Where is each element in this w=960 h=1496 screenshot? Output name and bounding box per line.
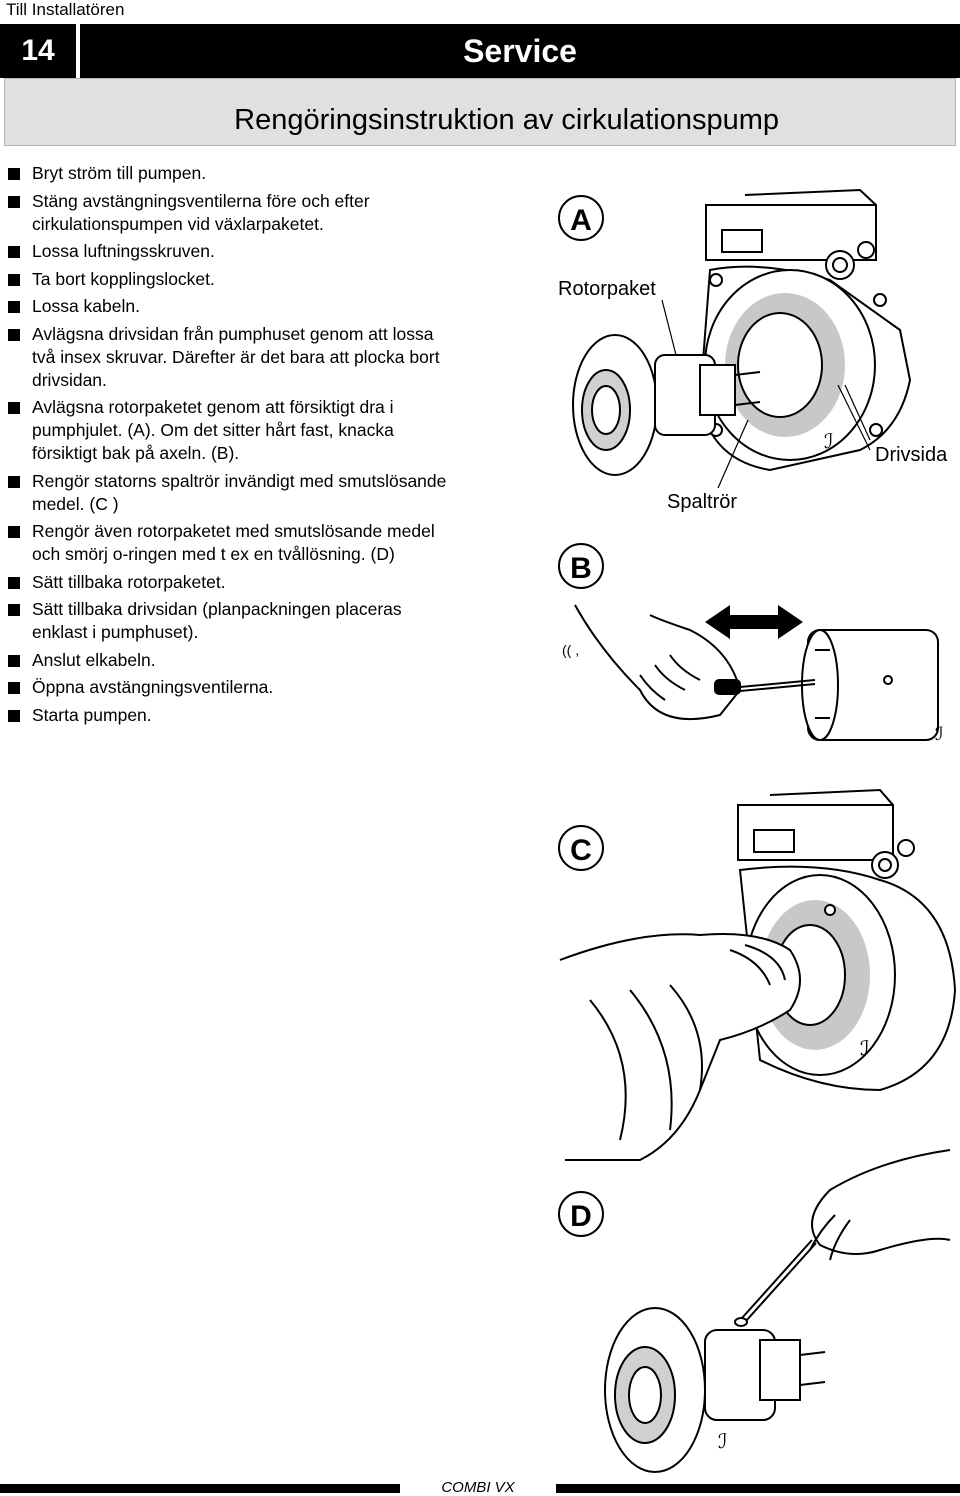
- section-title: Service: [463, 32, 577, 69]
- instruction-step: Avlägsna drivsidan från pumphuset genom …: [8, 323, 458, 392]
- square-bullet-icon: [8, 526, 20, 538]
- square-bullet-icon: [8, 654, 20, 667]
- rotor-assembly-d: ℐ: [604, 1307, 826, 1473]
- instruction-step: Rengör statorns spaltrör invändigt med s…: [8, 470, 458, 516]
- page-subtitle: Rengöringsinstruktion av cirkulationspum…: [234, 104, 779, 136]
- square-bullet-icon: [8, 682, 20, 694]
- hand-with-brush: [734, 1149, 951, 1327]
- step-text: Avlägsna rotorpaketet genom att försikti…: [32, 397, 394, 463]
- step-text: Sätt tillbaka rotorpaketet.: [32, 571, 226, 592]
- svg-text:(( ,: (( ,: [562, 642, 579, 658]
- svg-text:ℐ: ℐ: [935, 724, 943, 744]
- square-bullet-icon: [8, 195, 20, 208]
- step-text: Lossa luftningsskruven.: [32, 241, 215, 261]
- rotor-assembly-a: [572, 334, 761, 476]
- square-bullet-icon: [8, 709, 20, 722]
- instruction-step: Lossa kabeln.: [8, 295, 458, 318]
- step-text: Bryt ström till pumpen.: [32, 163, 207, 183]
- figure-d-label: D: [570, 1200, 592, 1233]
- step-text: Ta bort kopplingslocket.: [32, 268, 215, 289]
- step-text: Rengör även rotorpaketet med smutslösand…: [32, 521, 435, 564]
- hand-with-screwdriver: (( ,: [562, 604, 816, 721]
- instruction-step: Anslut elkabeln.: [8, 649, 458, 672]
- square-bullet-icon: [8, 604, 20, 616]
- instruction-step: Lossa luftningsskruven.: [8, 240, 458, 263]
- figure-c-label: C: [570, 834, 592, 867]
- subtitle-box: Rengöringsinstruktion av cirkulationspum…: [4, 78, 956, 146]
- header-bar: 14 Service: [0, 24, 960, 78]
- instruction-step: Bryt ström till pumpen.: [8, 162, 458, 185]
- svg-text:ℐ: ℐ: [824, 431, 833, 453]
- figure-a-label: A: [570, 204, 592, 237]
- figure-c-marker: [558, 825, 604, 871]
- figure-a-marker: [558, 195, 604, 241]
- step-text: Öppna avstängningsventilerna.: [32, 677, 274, 697]
- instruction-step: Avlägsna rotorpaketet genom att försikti…: [8, 396, 458, 465]
- instruction-step: Stäng avstängningsventilerna före och ef…: [8, 190, 458, 236]
- spaltror-leader: [717, 419, 749, 489]
- instruction-step: Starta pumpen.: [8, 704, 458, 727]
- step-text: Stäng avstängningsventilerna före och ef…: [32, 190, 370, 234]
- instruction-step: Sätt tillbaka rotorpaketet.: [8, 571, 458, 594]
- pump-housing-a: ℐ: [698, 188, 912, 472]
- running-header: Till Installatören: [6, 0, 125, 19]
- footer-rule-left: [0, 1484, 400, 1493]
- figure-b-label: B: [570, 552, 592, 585]
- rotorpaket-leader: [661, 299, 677, 356]
- footer-rule-right: [556, 1484, 960, 1493]
- step-text: Anslut elkabeln.: [32, 649, 156, 670]
- hand-with-cloth: [559, 933, 801, 1161]
- footer-model-name: COMBI VX: [441, 1479, 515, 1496]
- instruction-step: Rengör även rotorpaketet med smutslösand…: [8, 520, 458, 566]
- pump-illustration: A Rotorpaket ℐ: [558, 188, 957, 1473]
- instruction-step: Sätt tillbaka drivsidan (planpackningen …: [8, 598, 458, 644]
- square-bullet-icon: [8, 246, 20, 258]
- square-bullet-icon: [8, 475, 20, 488]
- instruction-step: Öppna avstängningsventilerna.: [8, 676, 458, 699]
- drivsida-label: Drivsida: [875, 444, 948, 466]
- square-bullet-icon: [8, 168, 20, 180]
- square-bullet-icon: [8, 328, 20, 341]
- pump-housing-c: ℐ: [737, 788, 957, 1092]
- square-bullet-icon: [8, 402, 20, 414]
- spaltror-label: Spaltrör: [667, 491, 737, 513]
- instruction-list: Bryt ström till pumpen. Stäng avstängnin…: [8, 162, 458, 731]
- svg-text:ℐ: ℐ: [718, 1431, 727, 1453]
- svg-text:ℐ: ℐ: [860, 1038, 869, 1060]
- double-arrow-icon: [705, 605, 803, 639]
- page-number: 14: [0, 24, 80, 78]
- figure-b-marker: [558, 543, 604, 589]
- step-text: Starta pumpen.: [32, 704, 152, 725]
- square-bullet-icon: [8, 273, 20, 286]
- instruction-step: Ta bort kopplingslocket.: [8, 268, 458, 291]
- square-bullet-icon: [8, 301, 20, 313]
- figure-d-marker: [558, 1191, 604, 1237]
- drivsida-leader: [844, 384, 871, 441]
- step-text: Lossa kabeln.: [32, 296, 140, 316]
- square-bullet-icon: [8, 576, 20, 589]
- pump-housing-b: ℐ: [801, 629, 943, 744]
- step-text: Rengör statorns spaltrör invändigt med s…: [32, 470, 447, 514]
- step-text: Avlägsna drivsidan från pumphuset genom …: [32, 323, 440, 390]
- step-text: Sätt tillbaka drivsidan (planpackningen …: [32, 599, 402, 642]
- rotorpaket-label: Rotorpaket: [558, 278, 656, 300]
